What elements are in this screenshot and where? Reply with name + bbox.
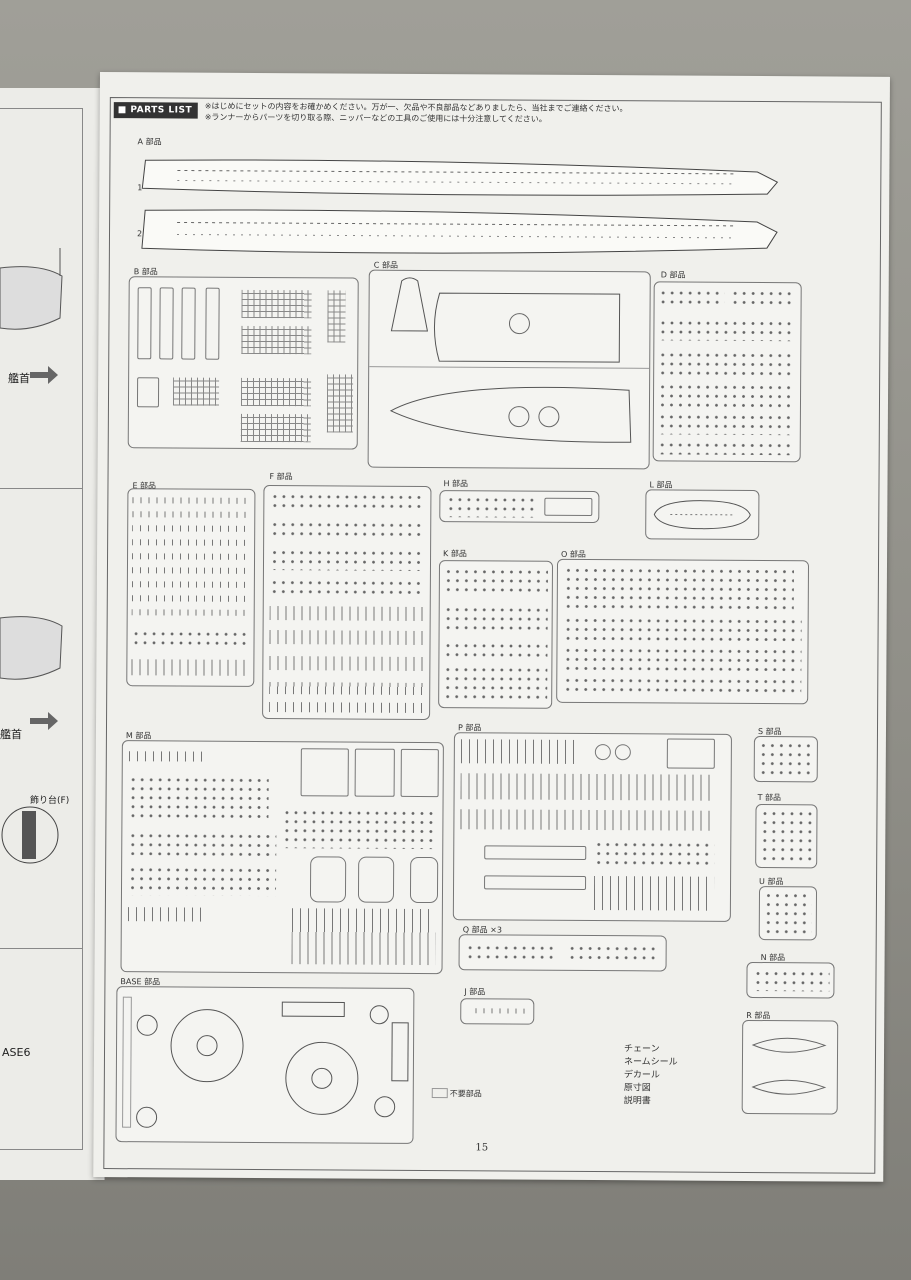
runner-c <box>367 269 651 470</box>
runner-e <box>126 488 256 687</box>
runner-r <box>741 1019 839 1115</box>
arrow-right-icon <box>30 366 58 384</box>
misc-item: 説明書 <box>623 1096 651 1107</box>
bow-label: 艦首 <box>0 728 22 741</box>
section-d-label: D 部品 <box>660 270 686 280</box>
ship-hull-drawing <box>0 248 63 330</box>
misc-items-list: チェーン ネームシール デカール 原寸図 説明書 <box>624 1043 678 1108</box>
bow-label: 艦首 <box>8 372 30 385</box>
runner-u <box>758 886 818 941</box>
section-f-label: F 部品 <box>269 472 293 482</box>
section-t-label: T 部品 <box>757 793 782 803</box>
section-h-label: H 部品 <box>443 479 469 489</box>
runner-q <box>458 934 667 972</box>
misc-item: 原寸図 <box>623 1083 651 1094</box>
svg-text:2: 2 <box>137 229 142 238</box>
left-page-frame <box>0 108 83 1150</box>
runner-d <box>652 281 802 463</box>
stand-drawing <box>1 806 59 864</box>
arrow-right-icon <box>30 712 58 730</box>
stand-label: 飾り台(F) <box>30 796 70 806</box>
runner-n <box>746 961 835 999</box>
base-label: ASE6 <box>2 1046 31 1059</box>
unused-parts-label: 不要部品 <box>449 1089 482 1099</box>
runner-p <box>452 732 732 922</box>
runner-j <box>460 998 535 1025</box>
ship-hull-drawing <box>0 616 63 680</box>
parts-list-page: ■ PARTS LIST ※はじめにセットの内容をお確かめください。万が一、欠品… <box>93 72 890 1182</box>
left-divider <box>0 488 82 489</box>
runner-f <box>262 485 432 721</box>
misc-item: デカール <box>623 1070 660 1081</box>
hull-parts-a: 12 <box>137 159 779 254</box>
runner-base <box>115 986 415 1144</box>
svg-text:1: 1 <box>137 183 142 192</box>
runner-h <box>439 490 600 524</box>
section-j-label: J 部品 <box>464 987 486 997</box>
left-page: 艦首 艦首 飾り台(F) ASE6 <box>0 88 105 1180</box>
parts-list-badge: ■ PARTS LIST <box>113 102 198 119</box>
section-k-label: K 部品 <box>443 549 467 559</box>
runner-l <box>645 489 760 541</box>
runner-s <box>753 736 818 783</box>
runner-k <box>438 560 554 709</box>
runner-o <box>556 558 810 705</box>
section-a-label: A 部品 <box>137 137 162 147</box>
runner-b <box>127 276 359 450</box>
page-number: 15 <box>475 1142 489 1154</box>
misc-item: チェーン <box>624 1044 660 1055</box>
header-notes: ※はじめにセットの内容をお確かめください。万が一、欠品や不良部品などありましたら… <box>205 101 628 126</box>
runner-t <box>755 804 818 869</box>
unused-parts-swatch <box>431 1088 448 1099</box>
misc-item: ネームシール <box>623 1057 678 1068</box>
left-divider <box>0 948 82 949</box>
runner-m <box>120 740 444 975</box>
